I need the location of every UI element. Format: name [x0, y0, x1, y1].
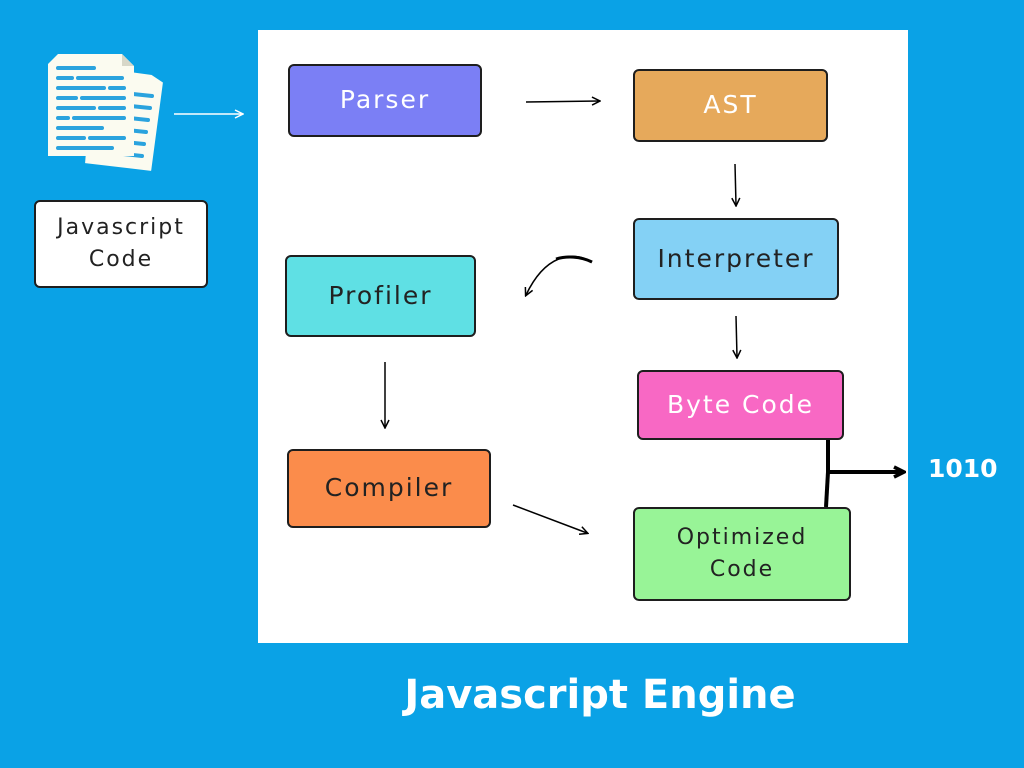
interpreter-node: Interpreter [633, 218, 839, 300]
compiler-node: Compiler [287, 449, 491, 528]
optimized-code-node: Optimized Code [633, 507, 851, 601]
optimized-code-label-line1: Optimized [676, 525, 808, 551]
optimized-code-label-line2: Code [709, 557, 775, 582]
diagram-title: Javascript Engine [404, 672, 796, 718]
output-binary-label: 1010 [928, 454, 998, 483]
byte-code-node: Byte Code [637, 370, 844, 440]
parser-node: Parser [288, 64, 482, 137]
document-icon [48, 54, 166, 174]
compiler-label: Compiler [324, 473, 454, 503]
parser-label: Parser [339, 85, 431, 115]
profiler-node: Profiler [285, 255, 476, 337]
profiler-label: Profiler [328, 280, 433, 310]
ast-label: AST [703, 90, 758, 120]
byte-code-label: Byte Code [666, 389, 815, 419]
javascript-code-label-line2: Code [88, 247, 154, 272]
javascript-code-label-line1: Javascript [57, 215, 185, 241]
interpreter-label: Interpreter [657, 243, 815, 273]
javascript-code-box: Javascript Code [34, 200, 208, 288]
ast-node: AST [633, 69, 828, 142]
